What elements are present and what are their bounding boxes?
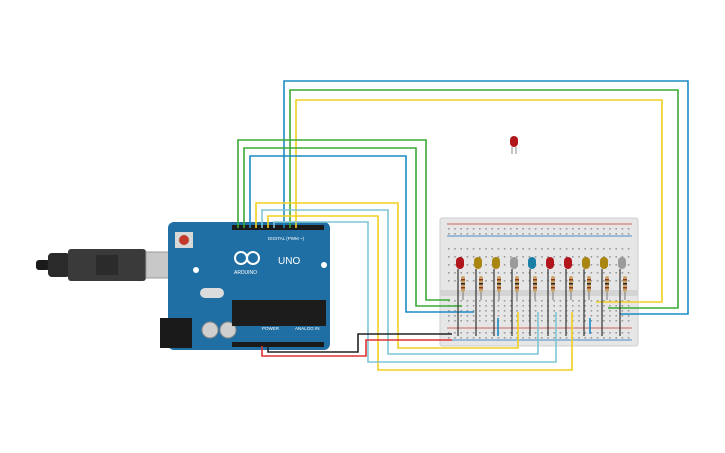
led-10[interactable] — [618, 257, 627, 336]
led-4[interactable] — [510, 257, 519, 336]
digital-header[interactable] — [232, 225, 324, 230]
led-1[interactable] — [456, 257, 465, 336]
led-6[interactable] — [546, 257, 555, 336]
loose-led[interactable] — [510, 136, 518, 154]
led-5[interactable] — [528, 257, 537, 336]
led-9[interactable] — [600, 257, 609, 336]
power-jack[interactable] — [160, 318, 192, 348]
capacitor-1 — [201, 321, 219, 339]
usb-cable[interactable] — [36, 249, 183, 281]
reset-button[interactable] — [179, 235, 189, 245]
microcontroller-chip — [232, 300, 326, 326]
power-analog-header[interactable] — [232, 342, 324, 347]
brand-label: ARDUINO — [234, 270, 257, 276]
digital-header-label: DIGITAL (PWM ~) — [268, 236, 305, 241]
analog-label: ANALOG IN — [295, 326, 320, 331]
led-2[interactable] — [474, 257, 483, 336]
wire-blue-outer[interactable] — [237, 80, 689, 371]
arduino-uno-board[interactable]: ARDUINO UNO DIGITAL (PWM ~) POWER ANALOG… — [160, 222, 330, 350]
led-3[interactable] — [492, 257, 501, 336]
led-8[interactable] — [582, 257, 591, 336]
power-label: POWER — [262, 326, 280, 331]
led-7[interactable] — [564, 257, 573, 336]
led-array — [456, 257, 627, 336]
board-name: UNO — [278, 256, 300, 267]
crystal — [200, 288, 224, 298]
